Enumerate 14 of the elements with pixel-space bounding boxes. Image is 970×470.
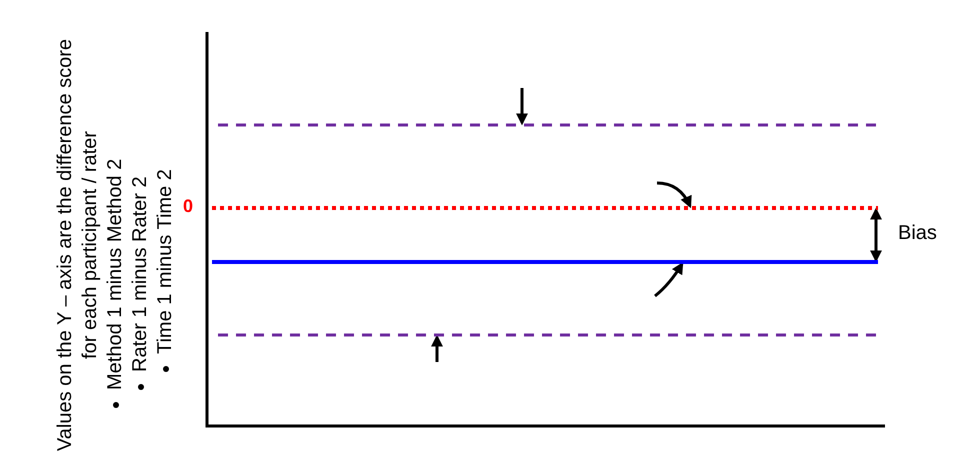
list-item-text: Time 1 minus Time 2 xyxy=(153,169,177,354)
zero-line xyxy=(212,206,878,210)
lower-limit-line xyxy=(218,333,878,337)
arrow xyxy=(656,182,692,208)
list-item-text: Rater 1 minus Rater 2 xyxy=(128,176,152,372)
arrow xyxy=(431,334,443,362)
list-item-text: Method 1 minus Method 2 xyxy=(103,158,127,390)
arrow xyxy=(516,88,528,126)
axis-description: Values on the Y – axis are the difference score for each participant / rater xyxy=(53,38,102,454)
double-arrow xyxy=(870,208,882,262)
arrow xyxy=(654,262,684,298)
upper-limit-line xyxy=(218,123,878,127)
axis-tick-label: 0 xyxy=(183,196,194,217)
mean-difference-line xyxy=(212,260,878,264)
